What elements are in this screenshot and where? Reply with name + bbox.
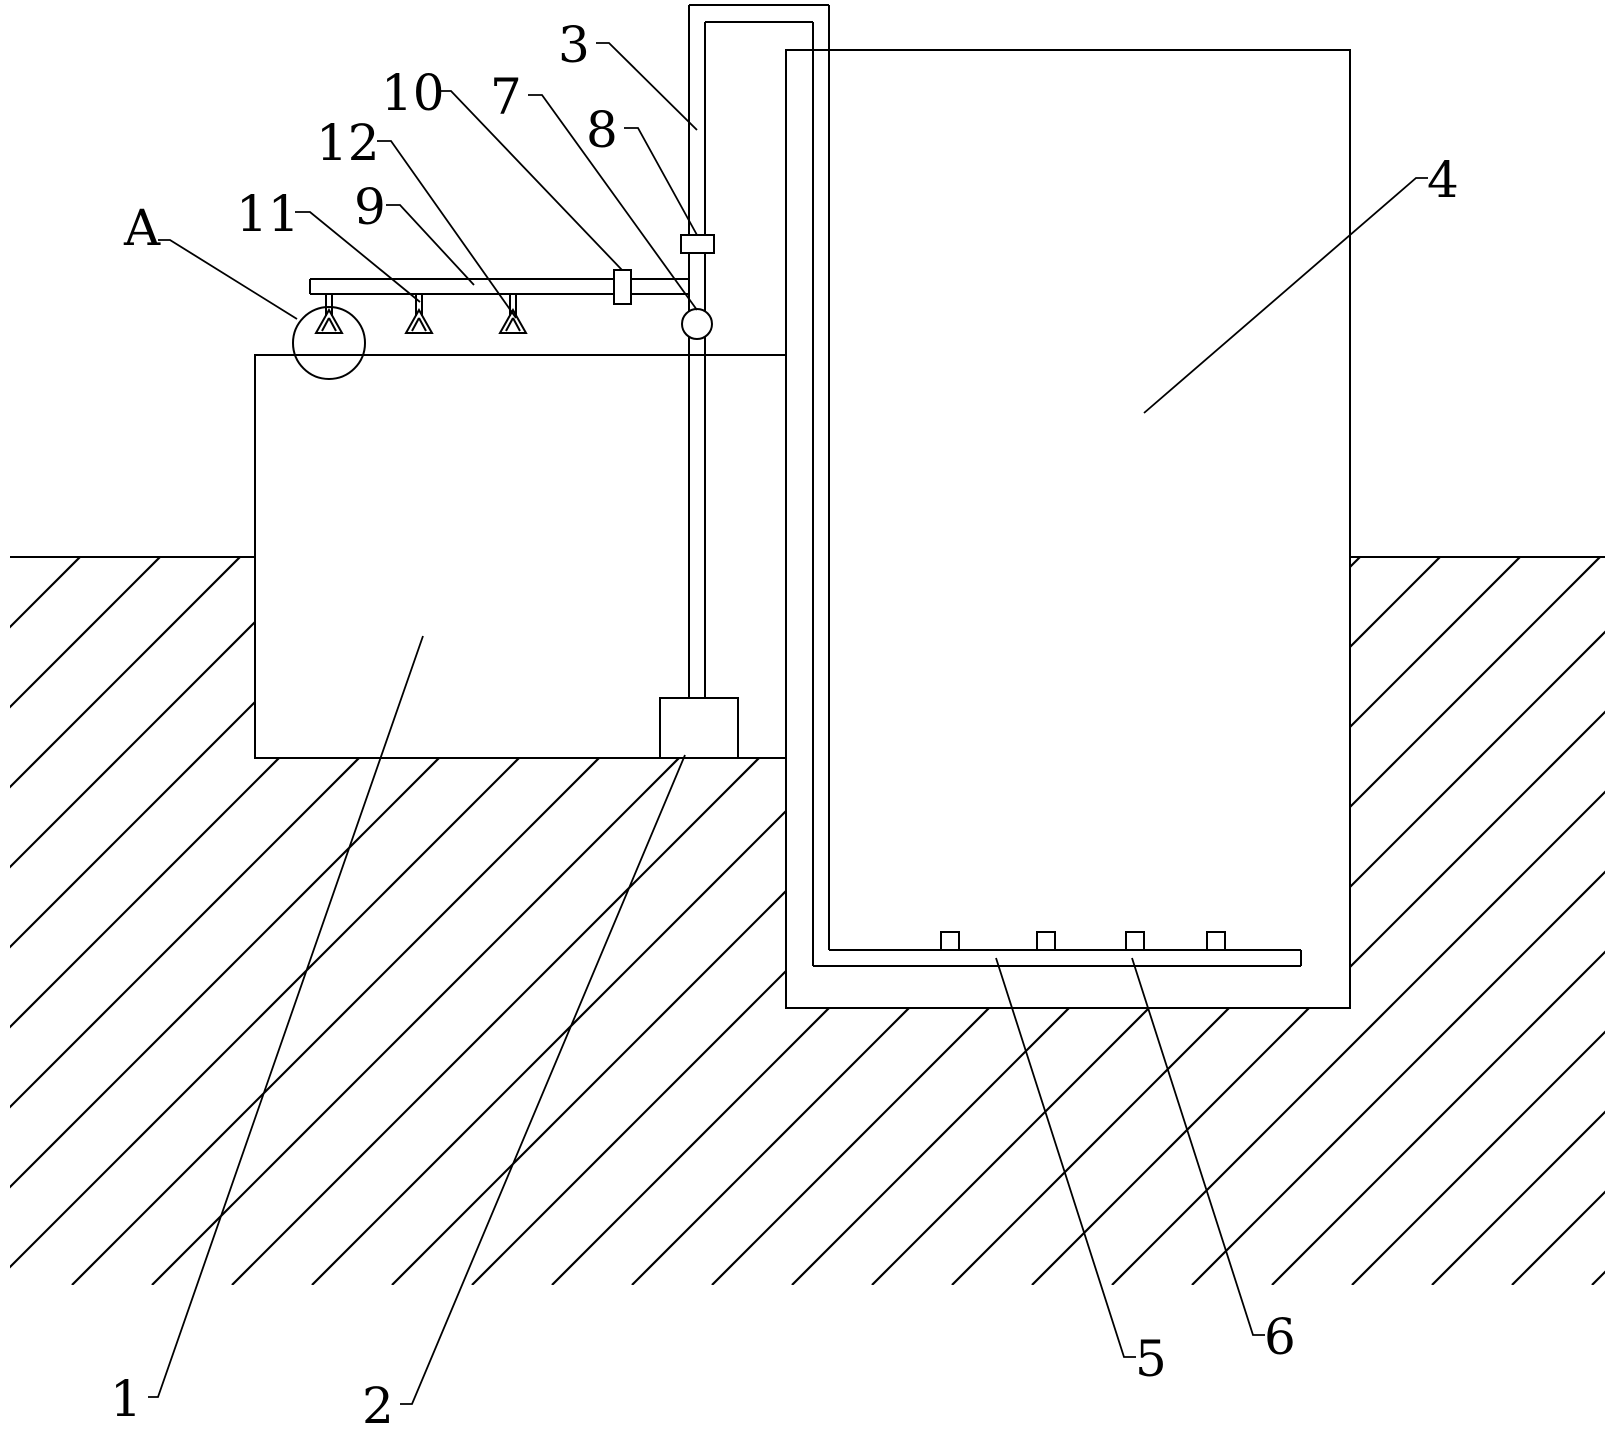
label-12: 12 (316, 114, 380, 172)
leader-3 (596, 42, 698, 131)
spray-nozzle-c (498, 294, 528, 334)
leader-11 (295, 211, 421, 303)
hatch-line (10, 557, 561, 1285)
hatch-line (1191, 557, 1605, 1285)
hatch-line (71, 557, 801, 1285)
hatch-line (10, 557, 481, 1285)
label-1: 1 (110, 1370, 142, 1428)
label-11: 11 (236, 185, 300, 243)
hatch-line (1591, 557, 1605, 1285)
label-2: 2 (362, 1377, 394, 1431)
leader-10 (437, 90, 623, 271)
leader-8 (624, 127, 698, 236)
label-9: 9 (354, 178, 386, 236)
outlet-6-a (940, 931, 960, 951)
detail-circle-a (292, 306, 366, 380)
label-5: 5 (1135, 1330, 1167, 1388)
junction-7 (681, 308, 713, 340)
leader-9 (386, 204, 475, 286)
leader-6 (1131, 957, 1265, 1336)
hatch-line (1031, 557, 1605, 1285)
spray-nozzle-b (404, 294, 434, 334)
hatch-line (10, 557, 721, 1285)
label-7: 7 (490, 68, 522, 126)
leader-5 (995, 957, 1136, 1358)
leader-7 (528, 94, 698, 311)
label-6: 6 (1264, 1308, 1296, 1366)
valve-8 (680, 234, 715, 254)
label-4: 4 (1427, 151, 1459, 209)
hatch-line (10, 557, 641, 1285)
outlet-6-d (1206, 931, 1226, 951)
label-8: 8 (586, 101, 618, 159)
hatch-line (1351, 557, 1605, 1285)
outlet-6-c (1125, 931, 1145, 951)
hatch-line (10, 557, 161, 1285)
label-3: 3 (558, 16, 590, 74)
hatch-line (10, 557, 241, 1285)
hatch-line (1271, 557, 1605, 1285)
hatch-line (10, 557, 321, 1285)
hatch-line (1111, 557, 1605, 1285)
tank-4 (785, 49, 1351, 1009)
hatch-line (151, 557, 881, 1285)
outlet-6-b (1036, 931, 1056, 951)
leader-12 (377, 140, 517, 319)
leader-a (158, 239, 298, 320)
hatch-line (10, 557, 81, 1285)
label-10: 10 (381, 64, 445, 122)
leader-2 (400, 754, 686, 1405)
pump-2 (659, 697, 739, 759)
label-a: A (123, 199, 161, 257)
hatch-line (1431, 557, 1605, 1285)
valve-10 (613, 269, 632, 305)
leader-4 (1143, 177, 1428, 414)
spray-nozzle-a (314, 294, 344, 334)
hatch-line (1511, 557, 1605, 1285)
leader-1 (148, 635, 424, 1398)
